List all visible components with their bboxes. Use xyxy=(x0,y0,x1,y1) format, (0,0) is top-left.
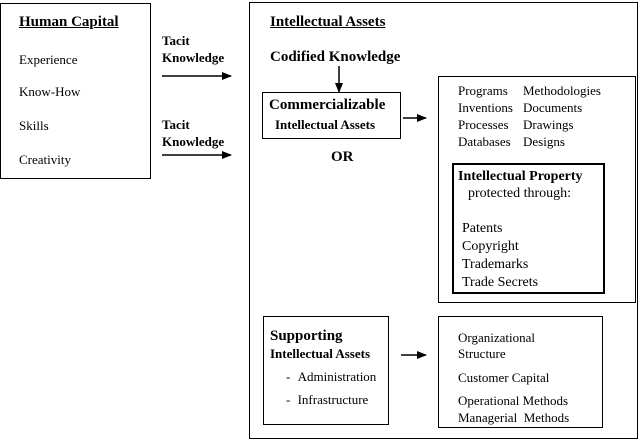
org-managerial-methods: Managerial Methods xyxy=(458,410,570,425)
ip-copyright: Copyright xyxy=(462,239,519,254)
organizational-box: Organizational Structure Customer Capita… xyxy=(438,316,603,428)
supporting-line2: Intellectual Assets xyxy=(270,346,371,361)
ip-trademarks: Trademarks xyxy=(462,257,529,272)
asset-designs: Designs xyxy=(523,134,565,149)
asset-inventions: Inventions xyxy=(458,100,513,115)
ip-patents: Patents xyxy=(462,221,503,236)
intellectual-property-box: Intellectual Property protected through:… xyxy=(452,163,605,294)
asset-col1: Programs Inventions Processes Databases xyxy=(458,82,513,150)
tacit-knowledge-label-2: Tacit Knowledge xyxy=(162,116,224,150)
asset-programs: Programs xyxy=(458,83,508,98)
ip-items: Patents Copyright Trademarks Trade Secre… xyxy=(462,220,538,292)
intellectual-property-title: Intellectual Property xyxy=(458,169,583,184)
codified-knowledge-label: Codified Knowledge xyxy=(270,49,401,65)
asset-col2: Methodologies Documents Drawings Designs xyxy=(523,82,601,150)
asset-databases: Databases xyxy=(458,134,511,149)
human-capital-title: Human Capital xyxy=(19,14,119,30)
commercializable-line2: Intellectual Assets xyxy=(275,117,376,132)
commercializable-line1: Commercializable xyxy=(269,97,386,113)
asset-processes: Processes xyxy=(458,117,509,132)
human-capital-item-know-how: Know-How xyxy=(19,84,81,99)
org-organizational: Organizational xyxy=(458,330,536,345)
dash-1: - xyxy=(286,369,291,384)
or-label: OR xyxy=(331,149,354,165)
org-operational-methods: Operational Methods xyxy=(458,393,569,408)
supporting-item-administration: - Administration xyxy=(286,369,376,385)
asset-methodologies: Methodologies xyxy=(523,83,601,98)
human-capital-item-experience: Experience xyxy=(19,52,78,67)
dash-2: - xyxy=(286,392,291,407)
human-capital-item-creativity: Creativity xyxy=(19,152,71,167)
human-capital-item-skills: Skills xyxy=(19,118,49,133)
human-capital-box: Human Capital Experience Know-How Skills… xyxy=(0,3,151,179)
asset-documents: Documents xyxy=(523,100,583,115)
supporting-line1: Supporting xyxy=(270,328,343,344)
administration-label: Administration xyxy=(297,369,377,384)
tacit-label-1-line2: Knowledge xyxy=(162,50,225,65)
tacit-label-1-line1: Tacit xyxy=(162,33,190,48)
ip-trade-secrets: Trade Secrets xyxy=(462,275,539,290)
infrastructure-label: Infrastructure xyxy=(297,392,369,407)
supporting-box: Supporting Intellectual Assets - Adminis… xyxy=(263,316,389,425)
commercializable-box: Commercializable Intellectual Assets xyxy=(262,92,401,139)
intellectual-assets-title: Intellectual Assets xyxy=(270,14,386,30)
supporting-item-infrastructure: - Infrastructure xyxy=(286,392,368,408)
tacit-knowledge-label-1: Tacit Knowledge xyxy=(162,32,224,66)
asset-types-box: Programs Inventions Processes Databases … xyxy=(438,76,636,303)
org-structure: Structure xyxy=(458,346,506,361)
tacit-label-2-line1: Tacit xyxy=(162,117,190,132)
tacit-label-2-line2: Knowledge xyxy=(162,134,225,149)
asset-drawings: Drawings xyxy=(523,117,574,132)
intellectual-property-subtitle: protected through: xyxy=(468,186,572,201)
org-customer-capital: Customer Capital xyxy=(458,370,550,385)
